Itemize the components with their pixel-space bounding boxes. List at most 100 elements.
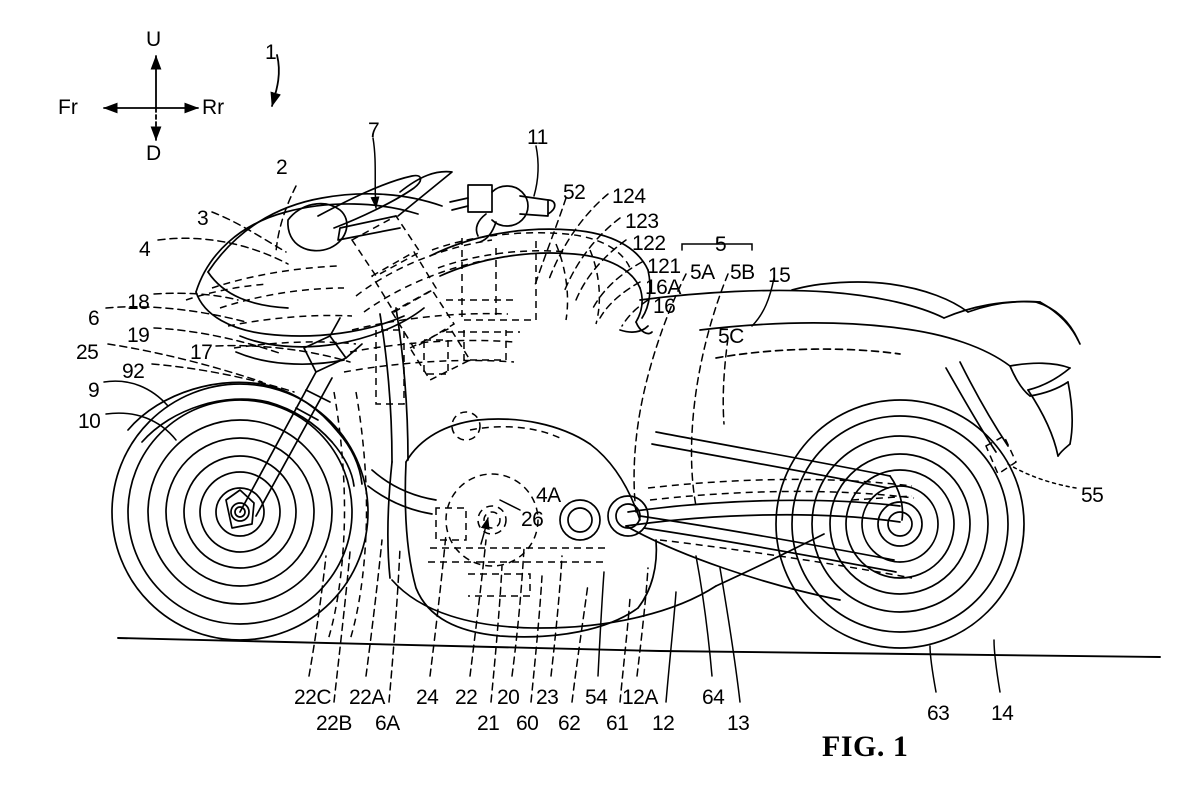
leader-62 (571, 583, 589, 703)
assembly-pointer-arrow (270, 54, 281, 107)
reference-numeral-123: 123 (625, 210, 659, 233)
leader-123 (563, 217, 621, 293)
compass-label-up: U (146, 28, 162, 51)
reference-numeral-23: 23 (536, 686, 559, 709)
front-fairing (195, 170, 453, 366)
engine-block (404, 418, 658, 638)
reference-numeral-5B: 5B (730, 261, 755, 284)
reference-numeral-21: 21 (477, 712, 500, 735)
leader-22C (308, 555, 327, 677)
reference-numeral-11: 11 (527, 126, 548, 149)
windscreen (317, 174, 422, 229)
reference-numeral-26: 26 (521, 508, 544, 531)
leader-23 (550, 555, 563, 677)
leader-22B (333, 551, 351, 703)
reference-numeral-92: 92 (122, 360, 145, 383)
reference-numeral-52: 52 (563, 181, 586, 204)
reference-numeral-55: 55 (1081, 484, 1104, 507)
reference-numeral-19: 19 (127, 324, 150, 347)
reference-numeral-13: 13 (727, 712, 750, 735)
leader-52 (533, 197, 567, 289)
leader-54 (597, 571, 605, 677)
reference-numeral-22B: 22B (316, 712, 352, 735)
reference-numeral-2: 2 (276, 156, 288, 179)
leader-18 (153, 292, 239, 301)
leader-26 (499, 499, 521, 511)
leader-11 (533, 145, 539, 197)
leader-124 (547, 193, 609, 283)
leader-22A (365, 539, 383, 677)
leader-19 (153, 327, 283, 355)
reference-numeral-10: 10 (78, 410, 101, 433)
reference-numeral-25: 25 (76, 341, 99, 364)
reference-numeral-124: 124 (612, 185, 646, 208)
rear-wheel (775, 399, 1025, 649)
reference-numeral-17: 17 (190, 341, 213, 364)
compass-label-down: D (146, 142, 162, 165)
reference-numeral-5C: 5C (718, 325, 744, 348)
reference-numeral-9: 9 (88, 379, 100, 402)
reference-numeral-63: 63 (927, 702, 950, 725)
figure-caption: FIG. 1 (822, 730, 909, 763)
leader-25 (107, 343, 263, 383)
reference-numeral-3: 3 (197, 207, 209, 230)
leader-21 (490, 565, 503, 703)
leader-60 (530, 575, 543, 703)
reference-numeral-22A: 22A (349, 686, 385, 709)
leader-5B (690, 273, 729, 507)
reference-numeral-4A: 4A (536, 484, 561, 507)
leader-61 (619, 597, 631, 703)
orientation-compass-icon (103, 55, 199, 141)
reference-numeral-6: 6 (88, 307, 100, 330)
leader-6 (105, 306, 247, 323)
leader-64 (695, 555, 713, 677)
reference-numeral-16A: 16A (645, 276, 681, 299)
reference-numeral-16: 16 (653, 295, 676, 318)
reference-numeral-14: 14 (991, 702, 1014, 725)
reference-numeral-5A: 5A (690, 261, 715, 284)
seat-assembly (639, 281, 1081, 457)
leader-lines (103, 137, 1077, 703)
leader-16 (621, 299, 649, 327)
bracket-5 (681, 237, 753, 251)
leader-17 (215, 344, 351, 363)
headlight-lens (287, 202, 348, 252)
leader-13 (719, 567, 741, 703)
reference-numeral-1: 1 (265, 41, 277, 64)
front-fender (127, 381, 363, 487)
leader-10 (105, 412, 177, 441)
swingarm (625, 499, 901, 601)
leader-15 (751, 277, 775, 327)
lower-frame-rail (367, 469, 437, 515)
leader-14 (993, 639, 1001, 693)
tail-support (945, 361, 1009, 453)
reference-numeral-7: 7 (368, 119, 380, 142)
leader-7 (370, 137, 380, 209)
reference-numeral-5: 5 (715, 233, 727, 256)
leader-121 (591, 261, 643, 311)
reference-numeral-12A: 12A (622, 686, 658, 709)
compass-label-rear: Rr (202, 96, 225, 119)
front-wheel (111, 383, 369, 641)
leader-55 (1007, 463, 1077, 489)
leader-63 (929, 645, 937, 693)
reference-numeral-12: 12 (652, 712, 675, 735)
reference-numeral-62: 62 (558, 712, 581, 735)
leader-92 (151, 363, 295, 393)
leader-22 (469, 539, 487, 677)
reference-numeral-15: 15 (768, 264, 791, 287)
leader-20 (511, 547, 525, 677)
leader-4 (157, 237, 289, 265)
reference-numeral-64: 64 (702, 686, 725, 709)
reference-numeral-20: 20 (497, 686, 520, 709)
leader-5A (633, 273, 687, 513)
ground-line (117, 637, 1161, 658)
reference-numeral-61: 61 (606, 712, 629, 735)
reference-numeral-22C: 22C (294, 686, 332, 709)
frame-downtube (379, 307, 409, 579)
leader-5C (722, 337, 729, 425)
fuel-tank-and-midbody (429, 228, 653, 335)
leader-4A-arrow (480, 517, 490, 545)
reference-numeral-4: 4 (139, 238, 151, 261)
